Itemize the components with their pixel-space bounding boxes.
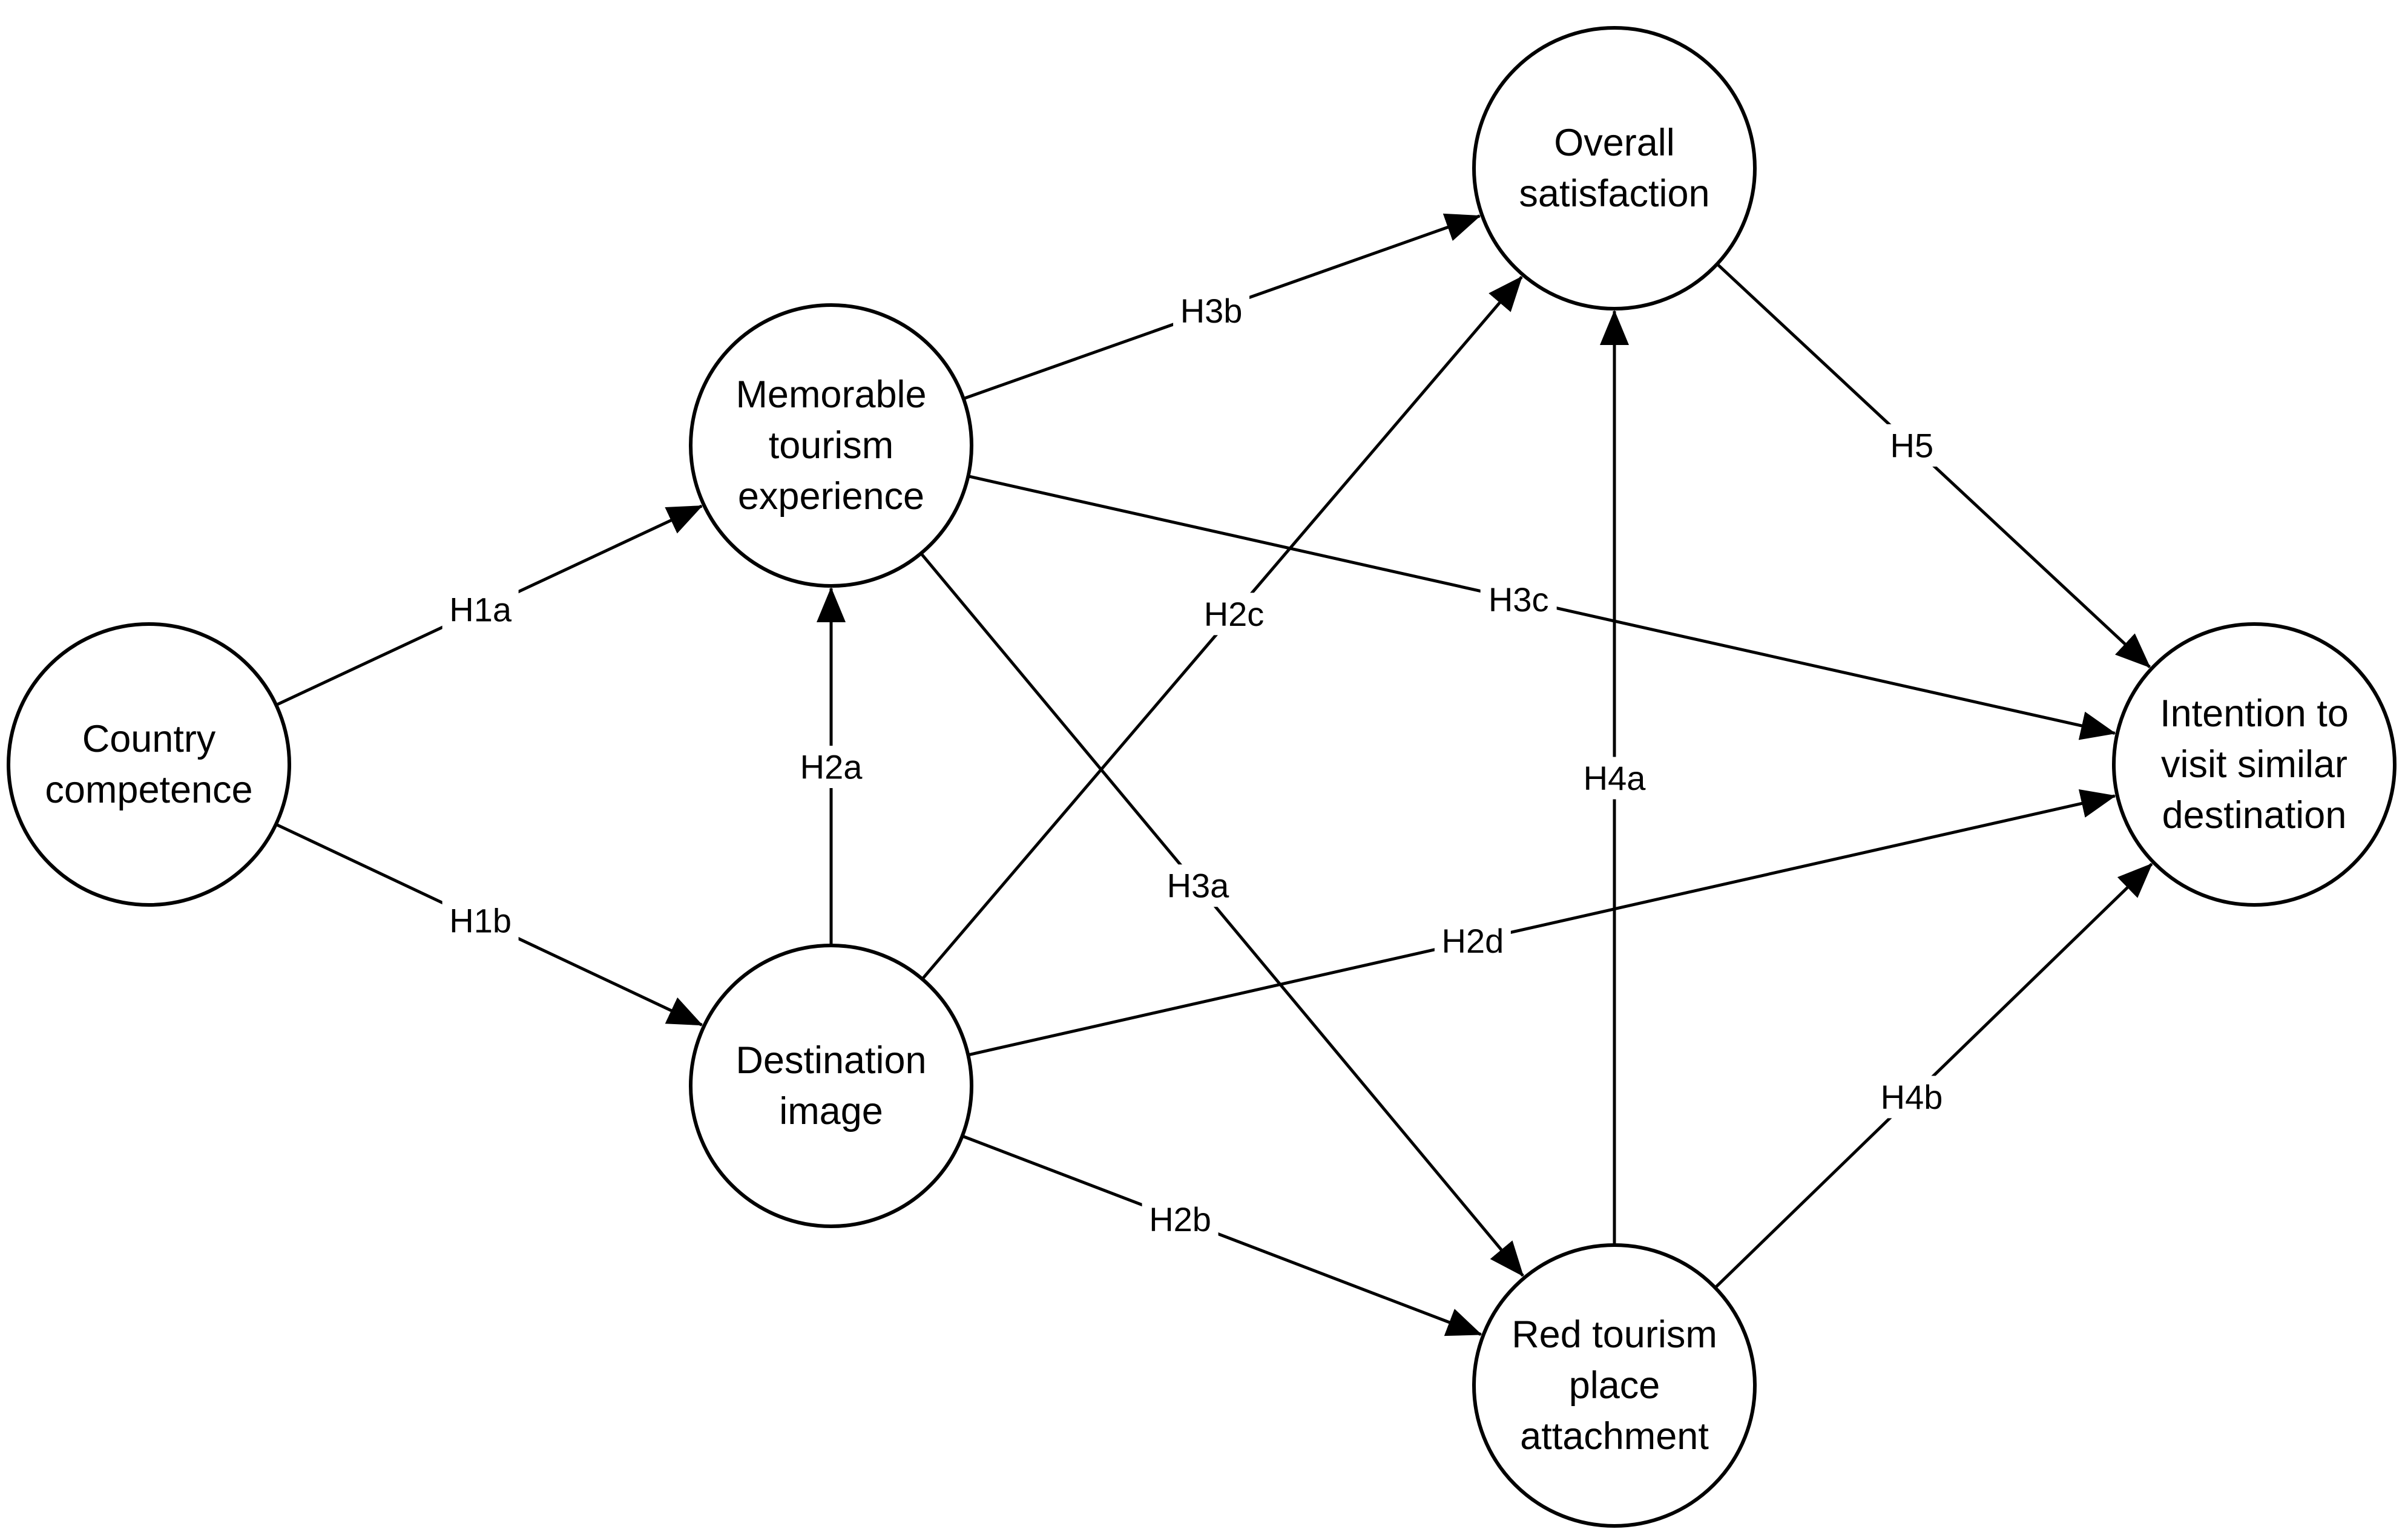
edge-label-background (1884, 424, 1940, 467)
edge-label-background (1480, 578, 1557, 621)
edge-label-text: H2c (1204, 595, 1265, 633)
edge-label-h2a: H2a (793, 746, 869, 788)
edge-label-h1a: H1a (442, 588, 519, 631)
edge-label-text: H3a (1167, 867, 1230, 905)
node-label-line: tourism (769, 424, 894, 467)
node-label-line: visit similar (2161, 743, 2347, 786)
edge-label-background (1576, 757, 1653, 800)
node-label-line: image (779, 1090, 883, 1132)
edge-label-text: H4b (1881, 1078, 1943, 1116)
arrow-h2d (967, 789, 2116, 1057)
edge-label-h4a: H4a (1576, 757, 1653, 800)
edge-label-h2d: H2d (1434, 919, 1511, 962)
node-label-line: satisfaction (1519, 173, 1709, 215)
node-circle (1472, 26, 1757, 311)
node-label-line: Intention to (2160, 692, 2349, 735)
edge-label-text: H1a (449, 590, 512, 628)
node-circle (2112, 622, 2396, 907)
node-red-tourism-place-attachment: Red tourism place attachment (1472, 1243, 1757, 1528)
edge-label-text: H2b (1149, 1200, 1211, 1238)
edge-label-background (1159, 864, 1236, 907)
edge-label-h3b: H3b (1173, 289, 1250, 332)
arrow-h2b (961, 1134, 1482, 1336)
edge-label-background (793, 746, 869, 788)
node-label-line: Country (82, 718, 216, 760)
node-overall-satisfaction: Overall satisfaction (1472, 26, 1757, 311)
arrow-h3a (919, 552, 1524, 1277)
edge-label-h5: H5 (1884, 424, 1940, 467)
node-circle (7, 622, 291, 907)
node-label-line: Red tourism (1512, 1313, 1717, 1356)
edge-label-text: H3c (1489, 580, 1549, 619)
node-label-line: Destination (735, 1039, 926, 1082)
node-intention-to-visit: Intention to visit similar destination (2112, 622, 2396, 907)
edge-label-text: H5 (1890, 426, 1934, 464)
node-label-line: place (1569, 1364, 1660, 1407)
edge-label-background (1173, 289, 1250, 332)
node-label-line: attachment (1520, 1415, 1709, 1458)
node-memorable-tourism-experience: Memorable tourism experience (689, 303, 973, 588)
node-label-line: destination (2162, 794, 2347, 837)
node-label-line: competence (45, 769, 252, 811)
edge-label-h3c: H3c (1480, 578, 1557, 621)
edge-label-h4b: H4b (1873, 1076, 1950, 1119)
edge-label-background (1434, 919, 1511, 962)
edge-label-h2b: H2b (1142, 1198, 1219, 1241)
node-destination-image: Destination image (689, 944, 973, 1228)
edge-label-text: H2d (1442, 922, 1504, 960)
node-label-line: Overall (1554, 122, 1675, 164)
edge-label-h2c: H2c (1196, 593, 1272, 636)
edge-label-text: H4a (1584, 759, 1646, 797)
edge-label-text: H1b (449, 902, 512, 940)
arrow-h4b (1714, 863, 2153, 1289)
edges-layer (275, 213, 2153, 1336)
edge-label-background (1196, 593, 1272, 636)
edge-label-text: H2a (800, 748, 863, 786)
edge-label-h1b: H1b (442, 899, 519, 942)
node-circle (1472, 1243, 1757, 1528)
edge-label-background (1142, 1198, 1219, 1241)
edge-label-background (442, 588, 519, 631)
node-circle (689, 944, 973, 1228)
node-label-line: Memorable (735, 373, 926, 416)
edge-label-background (1873, 1076, 1950, 1119)
edge-label-background (442, 899, 519, 942)
edge-label-text: H3b (1180, 292, 1243, 330)
edge-label-h3a: H3a (1159, 864, 1236, 907)
nodes-layer: Country competence Memorable tourism experie… (7, 26, 2396, 1528)
node-circle (689, 303, 973, 588)
node-label-line: experience (738, 475, 924, 518)
node-country-competence: Country competence (7, 622, 291, 907)
